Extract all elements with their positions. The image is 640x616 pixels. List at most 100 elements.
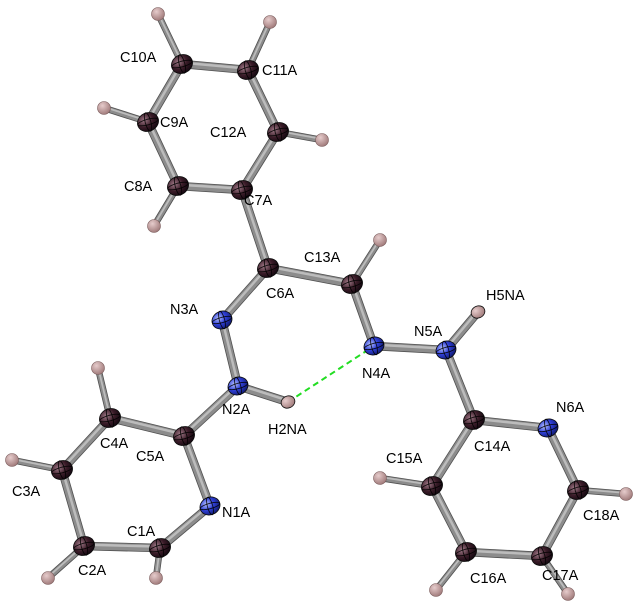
bond-c4a-c5a-highlight [108,415,186,436]
atom-c15a [421,476,443,496]
atom-n3a [211,310,233,330]
atom-c4a [99,408,121,428]
bond-c16a-c17a [462,548,546,560]
hydrogen-atom-on-c18a [619,487,633,501]
bond-n5a-c14a-highlight [444,347,476,420]
hydrogen-atom-on-c13a [373,233,387,247]
hydrogen-atom-on-c1a [149,571,163,585]
atom-label-c11a: C11A [262,63,298,79]
atom-labels-layer: C1AC2AC3AC4AC5AN1AN2AH2NAN3AC6AC7AC8AC9A… [12,50,620,587]
atom-label-c1a: C1A [127,524,156,540]
atom-label-c8a: C8A [124,179,153,195]
principal-ellipse-b-c10a [177,54,187,74]
atom-label-n1a: N1A [222,505,251,521]
atom-c11a [237,60,259,80]
hydrogen-bond-dashed-line [287,345,375,403]
atom-label-c13a: C13A [304,250,341,266]
principal-ellipse-b-c1a [155,538,165,558]
atom-ellipsoid-n4a [363,336,385,356]
atom-ellipsoid-n6a [537,418,559,438]
hydrogen-atom-on-c4a [91,361,105,375]
bond-c17a-c18a-highlight [540,487,580,556]
atom-n5a [435,340,457,360]
atom-label-c16a: C16A [470,571,507,587]
principal-ellipse-b-c2a [79,536,89,556]
atom-label-n3a: N3A [170,302,199,318]
atom-label-c4a: C4A [100,436,129,452]
atom-label-c17a: C17A [542,568,579,584]
atom-label-c2a: C2A [78,563,107,579]
atom-label-h2na: H2NA [268,422,307,438]
principal-ellipse-b-c7a [237,180,247,200]
principal-ellipse-a-c7a [231,185,253,195]
bond-c1a-c2a [80,542,164,552]
bond-c8a-c9a-highlight [146,119,180,186]
principal-ellipse-a-c3a [51,465,73,475]
atom-label-c14a: C14A [474,439,511,455]
atom-c16a [455,542,477,562]
principal-ellipse-a-c17a [531,551,553,561]
bond-c6a-c13a [264,264,356,288]
bond-c5a-n2a-highlight [182,383,240,436]
atom-ellipsoid-c8a [167,176,189,196]
principal-ellipse-a-c16a [455,547,477,557]
atom-label-h5na: H5NA [486,288,525,304]
atom-ellipsoid-c11a [237,60,259,80]
hydrogen-bond-stub-c10a-highlight [157,12,183,64]
hydrogen-atom-on-c11a [263,15,277,29]
atom-label-n5a: N5A [414,324,443,340]
bond-n2a-n3a-highlight [220,317,240,386]
principal-ellipse-b-n2a [234,376,242,396]
bond-c10a-c11a-highlight [180,61,250,70]
bond-c1a-c2a-highlight [82,543,162,548]
hydrogen-atom-on-c12a [315,133,329,147]
principal-ellipse-b-c14a [469,410,479,430]
principal-ellipse-b-c17a [537,546,547,566]
hydrogen-stub-bonds-layer [8,10,630,598]
principal-ellipse-b-c6a [263,258,273,278]
bond-c5a-n1a-highlight [182,433,212,506]
atom-c9a [137,112,159,132]
atom-label-c9a: C9A [160,115,189,131]
principal-ellipse-b-n5a [442,340,450,360]
hydrogen-atom-on-c10a [151,7,165,21]
atom-h2na [280,395,296,409]
atom-label-c7a: C7A [244,193,273,209]
atom-label-c18a: C18A [583,508,620,524]
hydrogen-atom-on-c8a [147,219,161,233]
principal-ellipse-a-c13a [341,279,363,289]
principal-ellipse-a-n3a [211,315,233,325]
principal-ellipse-b-n6a [544,418,552,438]
atom-label-c10a: C10A [120,50,157,66]
atom-label-c3a: C3A [12,484,41,500]
atom-c2a [73,536,95,556]
principal-ellipse-a-c10a [171,59,193,69]
atom-label-c6a: C6A [266,286,295,302]
principal-ellipse-a-c5a [173,431,195,441]
atom-ellipsoid-h2na [280,395,296,409]
atom-label-n2a: N2A [222,402,251,418]
principal-ellipse-a-c12a [267,127,289,137]
principal-ellipse-b-c11a [243,60,253,80]
atom-c5a [173,426,195,446]
atom-n2a [227,376,249,396]
atom-c1a [149,538,171,558]
hydrogen-atom-on-c17a [561,587,575,601]
bond-c6a-c13a-highlight [266,265,354,284]
atom-n6a [537,418,559,438]
principal-ellipse-a-c4a [99,413,121,423]
atoms-layer [5,7,633,601]
atom-c17a [531,546,553,566]
principal-ellipse-b-n3a [218,310,226,330]
atom-label-n6a: N6A [556,400,585,416]
atom-c7a [231,180,253,200]
principal-ellipse-b-c4a [105,408,115,428]
principal-ellipse-a-n5a [435,345,457,355]
atom-c13a [341,274,363,294]
principal-ellipse-a-c18a [567,485,589,495]
hydrogen-atom-on-c15a [373,471,387,485]
principal-ellipse-a-c8a [167,181,189,191]
atom-c8a [167,176,189,196]
bond-c15a-c16a-highlight [430,483,468,552]
